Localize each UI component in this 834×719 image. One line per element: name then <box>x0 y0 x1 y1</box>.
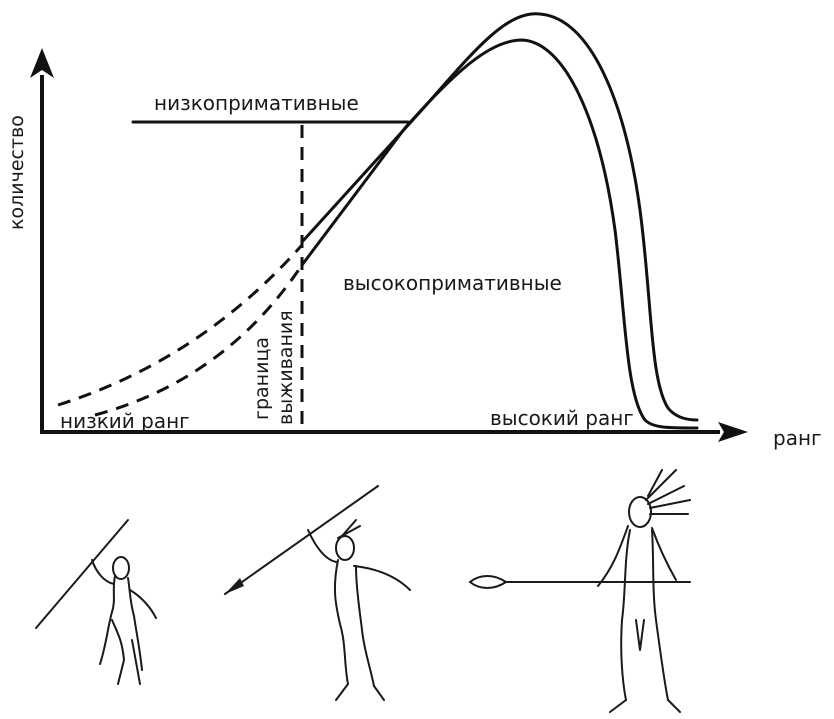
lower-curve-solid <box>300 38 699 430</box>
spear-3 <box>469 575 691 583</box>
lower-curve-dashed <box>94 264 304 417</box>
survival-boundary-label-bottom: выживания <box>275 310 297 425</box>
high-rank-label: высокий ранг <box>490 406 634 430</box>
spear-2 <box>224 485 379 595</box>
spear-1 <box>35 519 129 629</box>
x-axis-arrowhead <box>718 422 748 442</box>
low-primative-label: низкопримативные <box>154 91 359 115</box>
y-axis-label: количество <box>6 115 28 230</box>
middle-rank-warrior-icon <box>224 485 411 701</box>
low-rank-label: низкий ранг <box>60 409 190 433</box>
high-primative-label: высокопримативные <box>343 271 562 295</box>
y-axis-arrowhead <box>30 48 54 78</box>
x-axis-label: ранг <box>773 426 822 450</box>
high-rank-chief-icon <box>469 469 691 713</box>
spear-2-tip <box>225 578 244 594</box>
upper-curve-solid <box>300 12 699 422</box>
survival-boundary-label-top: граница <box>251 337 273 420</box>
axes <box>30 48 748 442</box>
low-rank-warrior-icon <box>35 519 157 685</box>
